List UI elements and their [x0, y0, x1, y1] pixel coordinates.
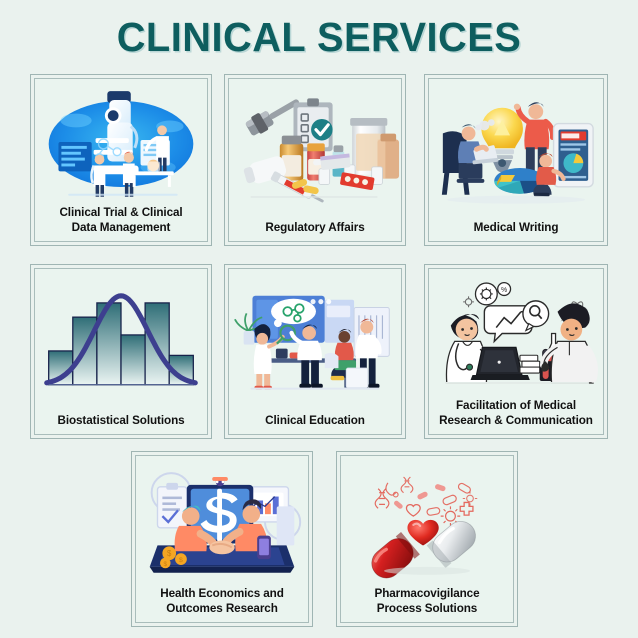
label-line-2: Data Management [71, 219, 171, 234]
label-line-1: Medical Writing [473, 219, 559, 234]
card-inner: Clinical Education [228, 268, 402, 435]
service-card-health-economics-outcomes-research[interactable]: $ $ $ Health Economics and Outcomes Rese… [131, 451, 313, 627]
lightbulb-laptop-news-illustration-icon [429, 79, 603, 220]
page-title: CLINICAL SERVICES [116, 14, 522, 60]
svg-text:$: $ [167, 549, 172, 558]
service-card-label: Facilitation of Medical Research & Commu… [432, 398, 599, 434]
service-card-clinical-education[interactable]: Clinical Education [224, 264, 406, 439]
service-card-label: Clinical Trial & Clinical Data Managemen… [38, 205, 203, 241]
label-line-1: Pharmacovigilance [374, 586, 480, 600]
card-inner: Regulatory Affairs [228, 78, 402, 242]
service-card-biostatistical-solutions[interactable]: Biostatistical Solutions [30, 264, 212, 439]
service-card-label: Clinical Education [232, 413, 397, 435]
classroom-lab-teaching-illustration-icon [229, 269, 401, 413]
svg-text:%: % [501, 287, 507, 294]
label-line-2: Research & Communication [439, 412, 593, 427]
card-inner: Pharmacovigilance Process Solutions [340, 455, 514, 623]
gavel-clipboard-medicines-illustration-icon [229, 79, 401, 220]
service-card-medical-writing[interactable]: Medical Writing [424, 74, 608, 246]
bell-curve-line [44, 293, 198, 386]
open-capsule-heart-illustration-icon [341, 456, 513, 586]
service-card-regulatory-affairs[interactable]: Regulatory Affairs [224, 74, 406, 246]
label-line-1: Biostatistical Solutions [57, 412, 185, 427]
scientists-laptop-testtubes-illustration-icon: % [429, 269, 603, 398]
label-line-1: Clinical Education [265, 412, 365, 427]
label-line-2: Process Solutions [376, 600, 478, 615]
card-inner: $ $ $ Health Economics and Outcomes Rese… [135, 455, 309, 623]
card-inner: Medical Writing [428, 78, 604, 242]
label-line-1: Regulatory Affairs [265, 219, 365, 234]
service-card-label: Pharmacovigilance Process Solutions [344, 586, 509, 622]
card-inner: Clinical Trial & Clinical Data Managemen… [34, 78, 208, 242]
service-card-label: Medical Writing [432, 220, 599, 242]
service-card-label: Health Economics and Outcomes Research [139, 586, 304, 622]
service-card-facilitation-medical-research[interactable]: % [424, 264, 608, 439]
chart-bar [120, 334, 146, 386]
service-card-label: Biostatistical Solutions [38, 413, 203, 435]
label-line-1: Facilitation of Medical [455, 398, 576, 412]
histogram-bell-curve-chart-icon [35, 269, 207, 413]
svg-text:$: $ [164, 561, 168, 568]
label-line-2: Outcomes Research [166, 600, 278, 615]
microscope-lab-illustration-icon [35, 79, 207, 205]
label-line-1: Health Economics and [160, 586, 284, 600]
service-card-clinical-trial-data-management[interactable]: Clinical Trial & Clinical Data Managemen… [30, 74, 212, 246]
service-card-label: Regulatory Affairs [232, 220, 397, 242]
svg-text:$: $ [179, 557, 183, 564]
laptop-dollar-handshake-illustration-icon: $ $ $ [136, 456, 308, 586]
card-inner: Biostatistical Solutions [34, 268, 208, 435]
service-card-pharmacovigilance-process-solutions[interactable]: Pharmacovigilance Process Solutions [336, 451, 518, 627]
card-inner: % [428, 268, 604, 435]
label-line-1: Clinical Trial & Clinical [59, 205, 183, 219]
